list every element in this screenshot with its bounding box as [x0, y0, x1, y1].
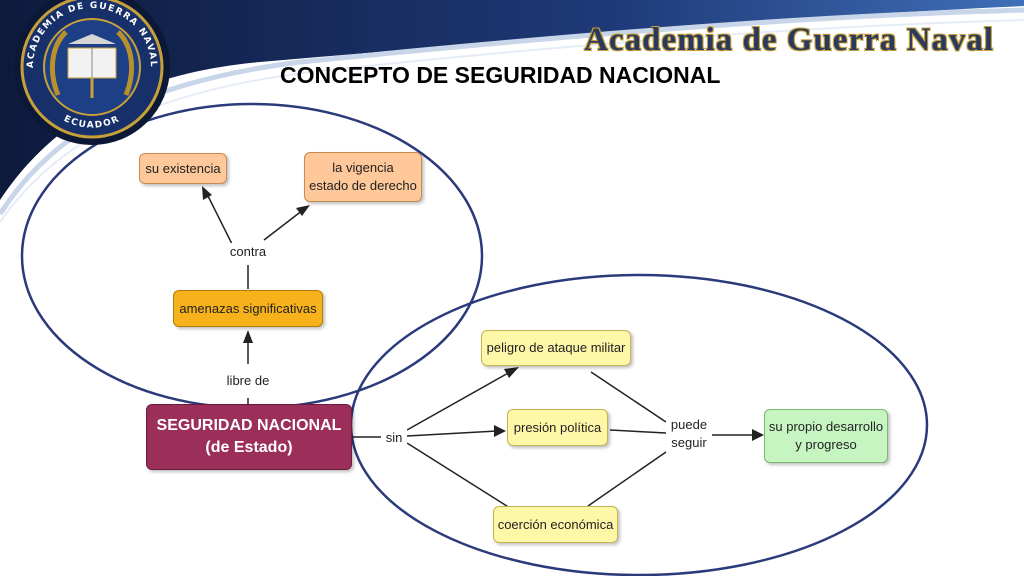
arrowheads — [202, 186, 764, 441]
arrowhead-to-su-existencia — [202, 186, 212, 200]
link-puede-seguir: puede seguir — [666, 416, 712, 452]
header-band — [0, 0, 1024, 200]
slide-title: CONCEPTO DE SEGURIDAD NACIONAL — [280, 62, 721, 88]
arrowhead-to-amenazas — [243, 330, 253, 343]
node-presion-politica: presión política — [507, 409, 608, 446]
arrowhead-to-presion — [494, 425, 506, 437]
arrowhead-to-desarrollo — [752, 429, 764, 441]
link-contra: contra — [228, 243, 268, 261]
node-la-vigencia: la vigencia estado de derecho — [304, 152, 422, 202]
arrowhead-to-la-vigencia — [296, 205, 310, 216]
node-seguridad-nacional: SEGURIDAD NACIONAL (de Estado) — [146, 404, 352, 470]
arrowhead-to-peligro — [504, 367, 519, 378]
node-coercion-economica: coerción económica — [493, 506, 618, 543]
link-sin: sin — [381, 429, 407, 447]
link-libre-de: libre de — [222, 372, 274, 390]
node-peligro-ataque-militar: peligro de ataque militar — [481, 330, 631, 366]
academy-brand-title: Academia de Guerra Naval — [584, 22, 994, 58]
node-su-existencia: su existencia — [139, 153, 227, 184]
node-desarrollo-progreso: su propio desarrollo y progreso — [764, 409, 888, 463]
svg-text:ACADEMIA DE GUERRA NAVAL: ACADEMIA DE GUERRA NAVAL — [26, 1, 158, 68]
connector-lines — [206, 193, 755, 509]
academy-seal-logo — [14, 0, 170, 145]
node-amenazas-significativas: amenazas significativas — [173, 290, 323, 327]
svg-text:ECUADOR: ECUADOR — [62, 114, 122, 131]
